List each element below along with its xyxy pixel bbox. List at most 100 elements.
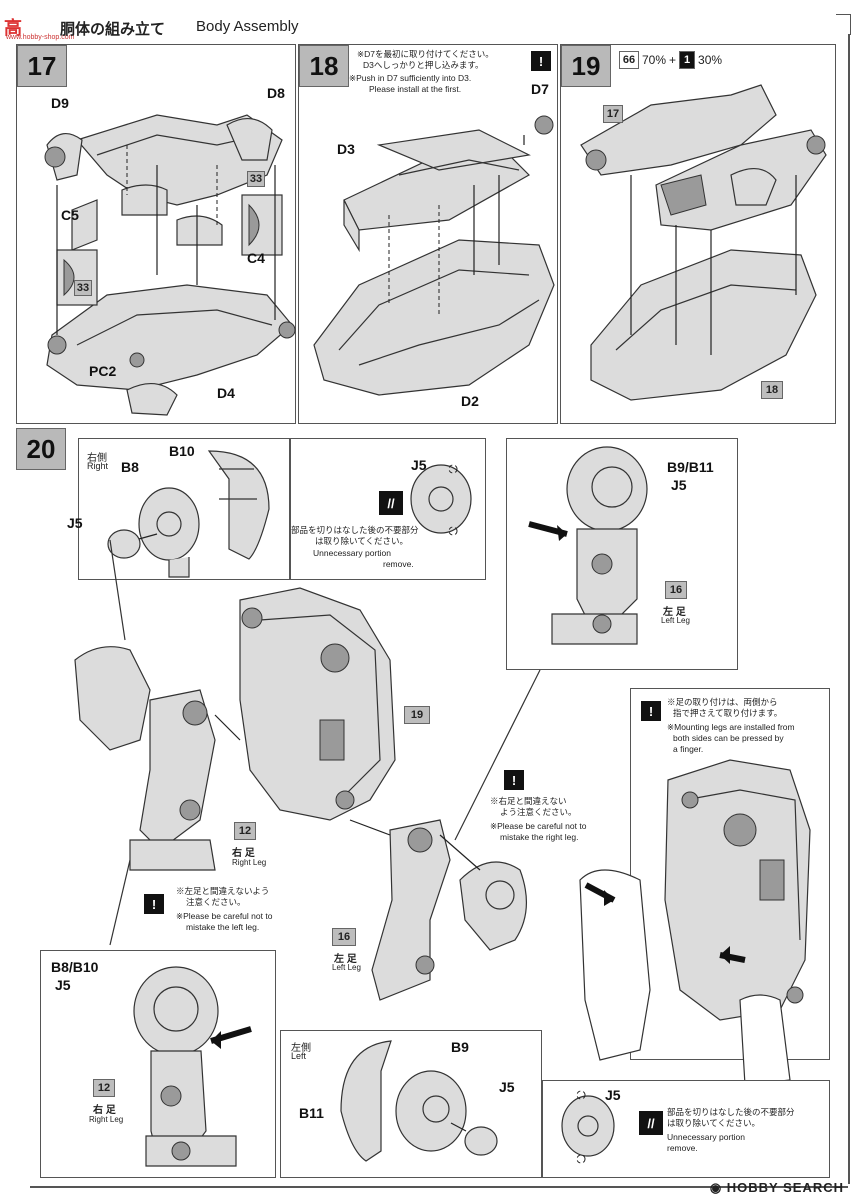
- cut-icon-right: //: [379, 491, 403, 515]
- warn-left-jp-2: 注意ください。: [186, 897, 246, 907]
- page-corner: [836, 14, 851, 35]
- left-leg-detail-drawing: [528, 446, 648, 645]
- color-pct-2: 30%: [698, 53, 723, 67]
- step-18-note-en-1: ※Push in D7 sufficiently into D3.: [349, 73, 472, 83]
- label-b10-right: B10: [169, 443, 195, 459]
- paint-mix: 66 70% + 1 30%: [619, 51, 722, 69]
- label-j5-unneeded-left: J5: [605, 1087, 621, 1103]
- left-side-drawing: [340, 1040, 498, 1162]
- warn-right-en-2: mistake the right leg.: [500, 832, 579, 842]
- unneeded-drawing-left: [561, 1090, 615, 1164]
- step-18-note-jp-1: ※D7を最初に取り付けてください。: [357, 49, 494, 59]
- right-leg-detail-drawing: [133, 966, 252, 1167]
- warn-right-jp-2: よう注意ください。: [500, 807, 577, 817]
- right-side-parts-box: 右側 Right B8 B10 J5: [67, 438, 290, 580]
- unneeded-en-1-left: Unnecessary portion: [667, 1132, 745, 1142]
- color-pct-1: 70%: [642, 53, 667, 67]
- tag-18: 18: [761, 381, 783, 399]
- label-d9: D9: [51, 95, 69, 111]
- caution-icon-right-leg: !: [504, 770, 524, 790]
- right-side-jp: 右側: [87, 453, 107, 464]
- warn-left-jp-1: ※左足と間違えないよう: [176, 886, 270, 896]
- step-17-number: 17: [17, 45, 67, 87]
- unneeded-jp-2-right: は取り除いてください。: [315, 536, 408, 546]
- label-j5-right: J5: [67, 515, 83, 531]
- label-c4: C4: [247, 250, 265, 266]
- color-code-66: 66: [619, 51, 639, 69]
- label-b8-b10: B8/B10: [51, 959, 99, 975]
- right-leg-en-main: Right Leg: [232, 858, 267, 867]
- tag-33-left: 33: [74, 280, 92, 296]
- caution-icon: !: [531, 51, 551, 71]
- tag-19: 19: [404, 706, 430, 724]
- warn-right-jp-1: ※右足と間違えない: [490, 796, 567, 806]
- unneeded-portion-box-left: J5 // 部品を切りはなした後の不要部分 は取り除いてください。 Unnece…: [542, 1080, 830, 1178]
- cut-icon-left: //: [639, 1111, 663, 1135]
- unneeded-en-1-right: Unnecessary portion: [313, 548, 391, 558]
- page-header: 高 www.hobby-shop.com 胴体の組み立て Body Assemb…: [0, 0, 864, 41]
- tag-17: 17: [603, 105, 623, 123]
- step-17-drawing: [44, 114, 296, 416]
- step-18-drawing: [313, 115, 555, 396]
- unneeded-jp-1-left: 部品を切りはなした後の不要部分: [667, 1107, 795, 1117]
- right-leg-jp-main: 右 足: [232, 848, 255, 859]
- label-b11-left: B11: [299, 1105, 324, 1121]
- mounting-legs-box: ! ※足の取り付けは、両側から 指で押さえて取り付けます。 ※Mounting …: [630, 688, 830, 1060]
- warn-left-en-1: ※Please be careful not to: [176, 911, 273, 921]
- unneeded-portion-box-right: J5 // 部品を切りはなした後の不要部分 は取り除いてください。 Unnece…: [290, 438, 486, 580]
- mount-en-1: ※Mounting legs are installed from: [667, 722, 795, 732]
- page-title-en: Body Assembly: [196, 18, 299, 35]
- label-d2: D2: [461, 393, 479, 409]
- label-j5-left: J5: [499, 1079, 515, 1095]
- label-d8: D8: [267, 85, 285, 101]
- page-bottom-border: [30, 1186, 848, 1188]
- mount-jp-2: 指で押さえて取り付けます。: [673, 708, 783, 718]
- page-title-jp: 胴体の組み立て: [60, 21, 166, 38]
- left-leg-en-main: Left Leg: [332, 963, 361, 972]
- warn-left-en-2: mistake the left leg.: [186, 922, 260, 932]
- mount-jp-1: ※足の取り付けは、両側から: [667, 697, 778, 707]
- right-side-drawing: [107, 450, 270, 578]
- plus-sign: +: [669, 53, 677, 67]
- label-pc2: PC2: [89, 363, 117, 379]
- tag-12-main: 12: [234, 822, 256, 840]
- step-18-note-en-2: Please install at the first.: [369, 84, 462, 94]
- step-19-panel: 19 66 70% + 1 30% 17 18: [560, 44, 836, 424]
- caution-icon-left-leg: !: [144, 894, 164, 914]
- unneeded-en-2-left: remove.: [667, 1143, 698, 1153]
- footer-logo-icon: ◉: [709, 1180, 727, 1195]
- footer-brand-text: HOBBY SEARCH: [726, 1180, 844, 1195]
- label-b9-b11: B9/B11: [667, 459, 714, 475]
- label-d4: D4: [217, 385, 235, 401]
- label-d3: D3: [337, 141, 355, 157]
- label-c5: C5: [61, 207, 79, 223]
- left-leg-en-detail: Left Leg: [661, 616, 690, 625]
- watermark-logo: 高: [4, 18, 22, 39]
- right-leg-en-detail: Right Leg: [89, 1115, 124, 1124]
- unneeded-drawing-right: [410, 464, 472, 536]
- page-right-border: [848, 34, 850, 1184]
- label-d7: D7: [531, 81, 549, 97]
- mount-en-3: a finger.: [673, 744, 704, 754]
- tag-16-main: 16: [332, 928, 356, 946]
- left-side-en: Left: [291, 1051, 307, 1061]
- left-side-parts-box: 左側 Left B9 B11 J5: [280, 1030, 542, 1178]
- warn-right-en-1: ※Please be careful not to: [490, 821, 587, 831]
- left-side-jp: 左側: [291, 1043, 311, 1054]
- left-leg-detail-box: B9/B11 J5 16 左 足 Left Leg: [506, 438, 738, 670]
- tag-16-detail: 16: [665, 581, 687, 599]
- left-leg-jp-detail: 左 足: [663, 607, 686, 618]
- label-j5-left-box: J5: [671, 477, 687, 493]
- label-j5-right-box: J5: [55, 977, 71, 993]
- mount-en-2: both sides can be pressed by: [673, 733, 784, 743]
- right-side-en: Right: [87, 461, 109, 471]
- unneeded-jp-2-left: は取り除いてください。: [667, 1118, 760, 1128]
- step-19-drawing: [580, 84, 827, 401]
- label-b8-right: B8: [121, 459, 139, 475]
- watermark-url: www.hobby-shop.com: [6, 34, 75, 41]
- step-18-note-jp-2: D3へしっかりと押し込みます。: [363, 60, 484, 70]
- step-18-number: 18: [299, 45, 349, 87]
- unneeded-jp-1-right: 部品を切りはなした後の不要部分: [291, 525, 419, 535]
- caution-icon-mount: !: [641, 701, 661, 721]
- tag-33-right: 33: [247, 171, 265, 187]
